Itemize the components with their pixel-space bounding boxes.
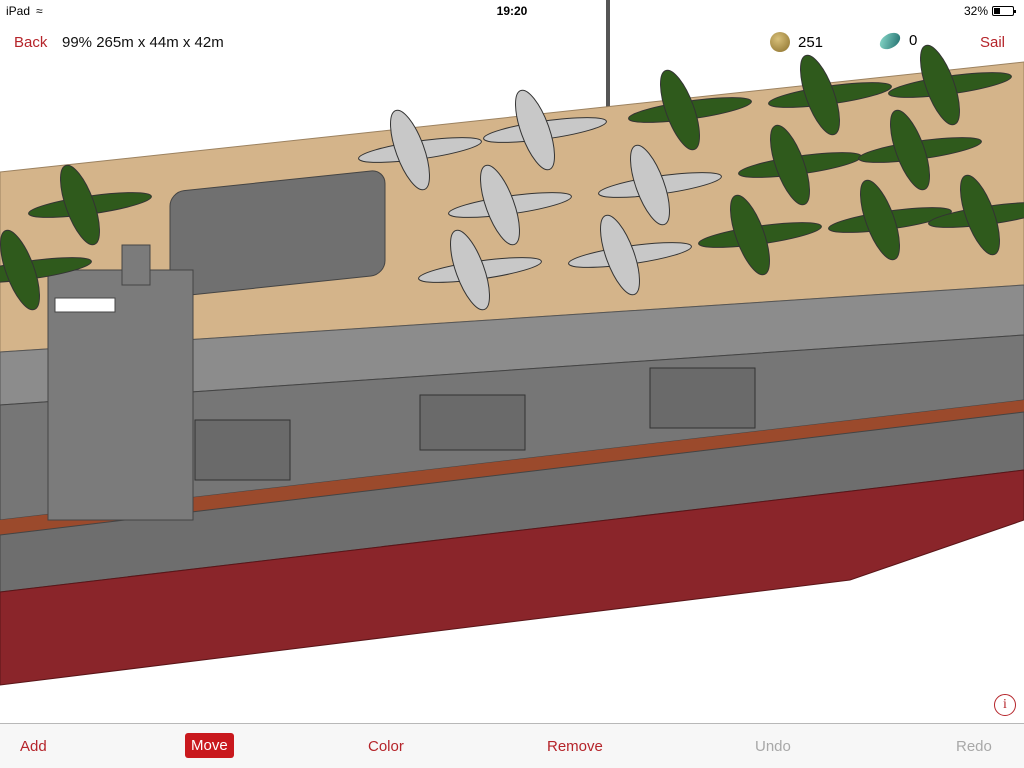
aircraft: [628, 69, 752, 151]
aircraft: [598, 144, 722, 226]
aircraft: [483, 89, 607, 171]
gems-value: 0: [909, 32, 918, 49]
aircraft: [698, 194, 822, 276]
aircraft: [418, 229, 542, 311]
battery-icon: [992, 6, 1016, 16]
coin-icon: [770, 32, 790, 52]
battery-percent: 32%: [963, 4, 988, 18]
undo-button[interactable]: Undo: [755, 738, 791, 755]
add-button[interactable]: Add: [20, 738, 47, 755]
aircraft: [568, 214, 692, 296]
aircraft: [28, 164, 152, 246]
aircraft: [448, 164, 572, 246]
coins-value: 251: [798, 33, 824, 51]
wifi-icon: ≈: [36, 4, 43, 18]
hull-stripe: [0, 400, 1024, 535]
gem-icon: [876, 28, 904, 53]
aircraft: [888, 44, 1012, 126]
sail-button[interactable]: Sail: [979, 34, 1005, 51]
hull-red: [0, 469, 1024, 686]
ship-info: 99% 265m x 44m x 42m: [62, 34, 224, 51]
move-button[interactable]: Move: [185, 733, 234, 758]
aircraft: [358, 109, 482, 191]
aircraft: [738, 124, 862, 206]
deck-side: [0, 284, 1024, 406]
redo-button[interactable]: Redo: [956, 738, 992, 755]
remove-button[interactable]: Remove: [547, 738, 603, 755]
color-button[interactable]: Color: [368, 738, 404, 755]
aircraft: [858, 109, 982, 191]
aircraft: [828, 179, 952, 261]
clock: 19:20: [496, 4, 528, 18]
status-bar: iPad ≈ 19:20 32%: [0, 0, 1024, 22]
info-icon[interactable]: i: [994, 694, 1016, 716]
top-bar: Back 99% 265m x 44m x 42m 251 0 Sail: [0, 28, 1024, 54]
back-button[interactable]: Back: [14, 34, 48, 51]
island-superstructure: [47, 244, 194, 521]
aircraft: [0, 229, 92, 311]
gems-counter: 0: [876, 28, 918, 53]
device-label: iPad: [6, 4, 31, 18]
bottom-toolbar: Add Move Color Remove Undo Redo: [0, 723, 1024, 768]
coins-counter: 251: [770, 32, 823, 52]
aircraft-group: [0, 44, 1024, 311]
ship-3d-view[interactable]: [0, 0, 1024, 723]
deck-elevator: [169, 170, 386, 297]
aircraft: [768, 54, 892, 136]
aa-guns: [194, 367, 756, 481]
aircraft: [928, 174, 1024, 256]
